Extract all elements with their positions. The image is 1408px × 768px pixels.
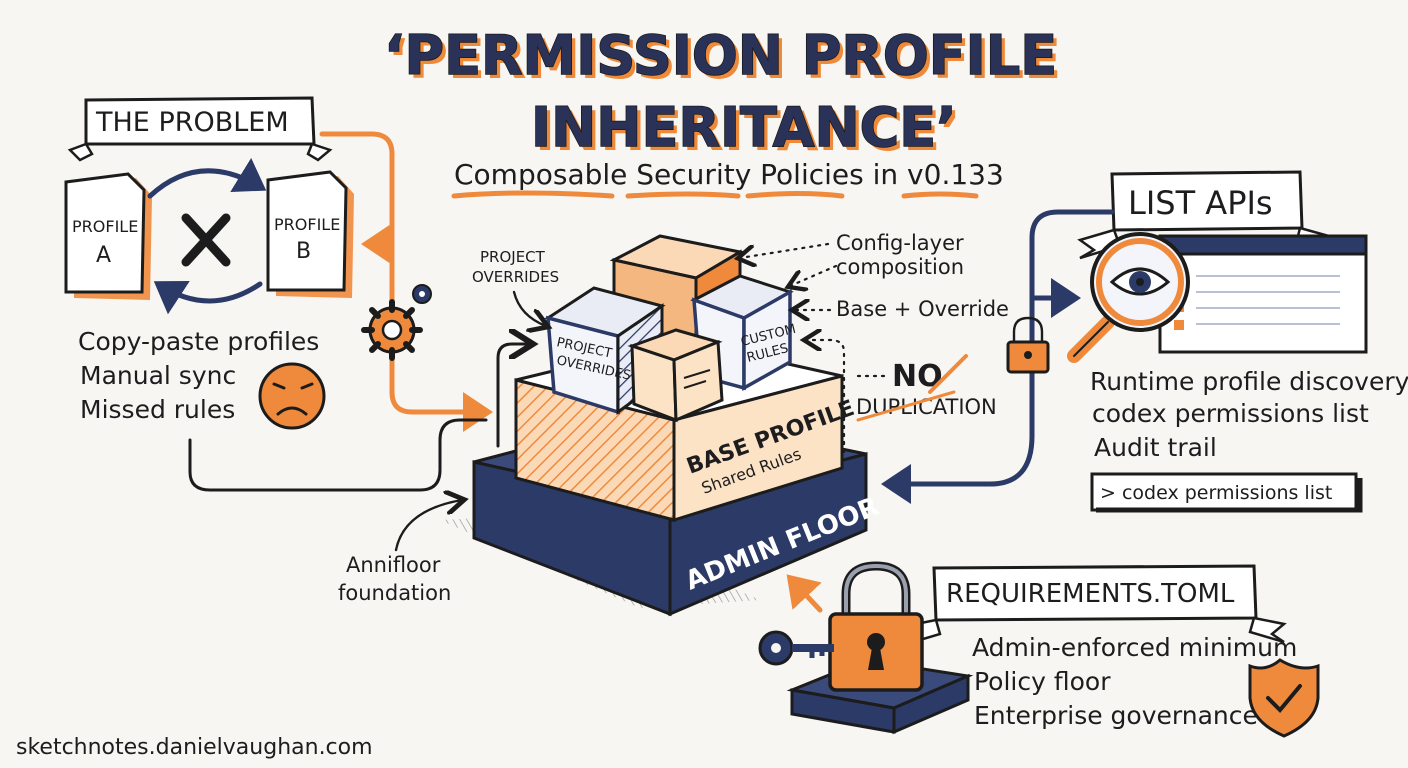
- inheritance-stack: ADMIN FLOOR BASE PROFILE Shared Rules PR…: [338, 231, 1009, 617]
- title-line2-shadow: INHERITANCE’: [535, 100, 961, 163]
- requirements-up-arrow: [786, 574, 823, 613]
- list-apis-section: LIST APIs Runtime profile: [881, 170, 1408, 513]
- problem-item-2: Manual sync: [80, 361, 236, 390]
- sync-arrow-top: [147, 157, 267, 199]
- requirements-banner-text: REQUIREMENTS.TOML: [946, 579, 1235, 609]
- front-cube-lines: [683, 369, 711, 389]
- problem-item-3: Missed rules: [80, 395, 235, 424]
- profile-b-document: [266, 170, 348, 292]
- list-apis-item-3: Audit trail: [1094, 433, 1217, 462]
- custom-rules-cube: [742, 289, 792, 391]
- padlock-icon: [1006, 316, 1050, 374]
- foundation-pointer: [394, 500, 462, 552]
- profile-a-document: [64, 172, 146, 294]
- doc-b-label: PROFILE: [274, 215, 340, 234]
- foundation-label-1: Annifloor: [346, 553, 441, 577]
- duplication-strike: [856, 390, 956, 422]
- problem-loop-line: [188, 418, 488, 492]
- gear-icon: [361, 284, 432, 361]
- sync-arrow-bottom: [153, 280, 263, 315]
- problem-section: THE PROBLEM PROFILE A PROFILE B Copy-pas…: [64, 96, 493, 492]
- list-apis-connector: [881, 209, 1115, 504]
- base-override-label: Base + Override: [836, 297, 1009, 321]
- doc-a-letter: A: [96, 243, 111, 268]
- pedestal-right: [892, 673, 970, 735]
- problem-banner-text: THE PROBLEM: [95, 107, 289, 138]
- api-window: [1158, 234, 1368, 354]
- problem-connector-right: [319, 131, 395, 303]
- key-icon: [758, 630, 834, 666]
- requirements-item-1: Admin-enforced minimum: [972, 633, 1297, 662]
- stack-entry-arrow: [496, 344, 530, 448]
- no-dup-pointer: [806, 340, 846, 454]
- project-overrides-pointer: [512, 290, 546, 326]
- list-apis-banner-text: LIST APIs: [1128, 184, 1273, 222]
- project-overrides-callout-1: PROJECT: [480, 248, 546, 266]
- command-box: [1090, 472, 1358, 512]
- command-box-shadow: [1096, 478, 1363, 513]
- foundation-label-2: foundation: [338, 581, 451, 605]
- doc-a-label: PROFILE: [72, 217, 138, 236]
- problem-item-1: Copy-paste profiles: [78, 327, 319, 356]
- sad-face-icon: [258, 362, 326, 430]
- requirements-item-3: Enterprise governance: [974, 701, 1258, 730]
- subtitle: Composable Security Policies in v0.133: [454, 158, 1004, 191]
- doc-b-letter: B: [296, 239, 311, 264]
- magnifier-eye-icon: [1067, 232, 1190, 363]
- front-cube: [672, 339, 724, 423]
- list-apis-item-1: Runtime profile discovery: [1090, 367, 1408, 396]
- footer-credit: sketchnotes.danielvaughan.com: [16, 735, 373, 760]
- title-line2: INHERITANCE’: [531, 96, 957, 159]
- config-layer-pointer-2: [790, 264, 838, 286]
- list-apis-item-2: codex permissions list: [1092, 399, 1369, 428]
- x-icon: [181, 213, 231, 267]
- connector-to-stack: [389, 355, 493, 432]
- config-layer-label-1: Config-layer: [836, 231, 964, 255]
- requirements-section: REQUIREMENTS.TOML Admin-enforced minimum…: [758, 561, 1320, 738]
- big-padlock-icon: [828, 561, 924, 692]
- requirements-item-2: Policy floor: [974, 667, 1111, 696]
- command-text: > codex permissions list: [1100, 482, 1332, 504]
- no-strike: [928, 354, 968, 394]
- base-profile-block: [672, 374, 844, 523]
- title-block: ‘PERMISSION PROFILE ‘PERMISSION PROFILE …: [383, 23, 1061, 199]
- project-overrides-callout-2: OVERRIDES: [472, 268, 559, 286]
- config-layer-pointer-1: [740, 242, 830, 258]
- problem-banner-tails: [67, 142, 333, 162]
- config-layer-label-2: composition: [836, 255, 964, 279]
- shield-check-icon: [1248, 658, 1320, 738]
- title-line1: ‘PERMISSION PROFILE: [384, 24, 1057, 87]
- subtitle-underline: [451, 190, 979, 199]
- title-line1-shadow: ‘PERMISSION PROFILE: [388, 28, 1061, 91]
